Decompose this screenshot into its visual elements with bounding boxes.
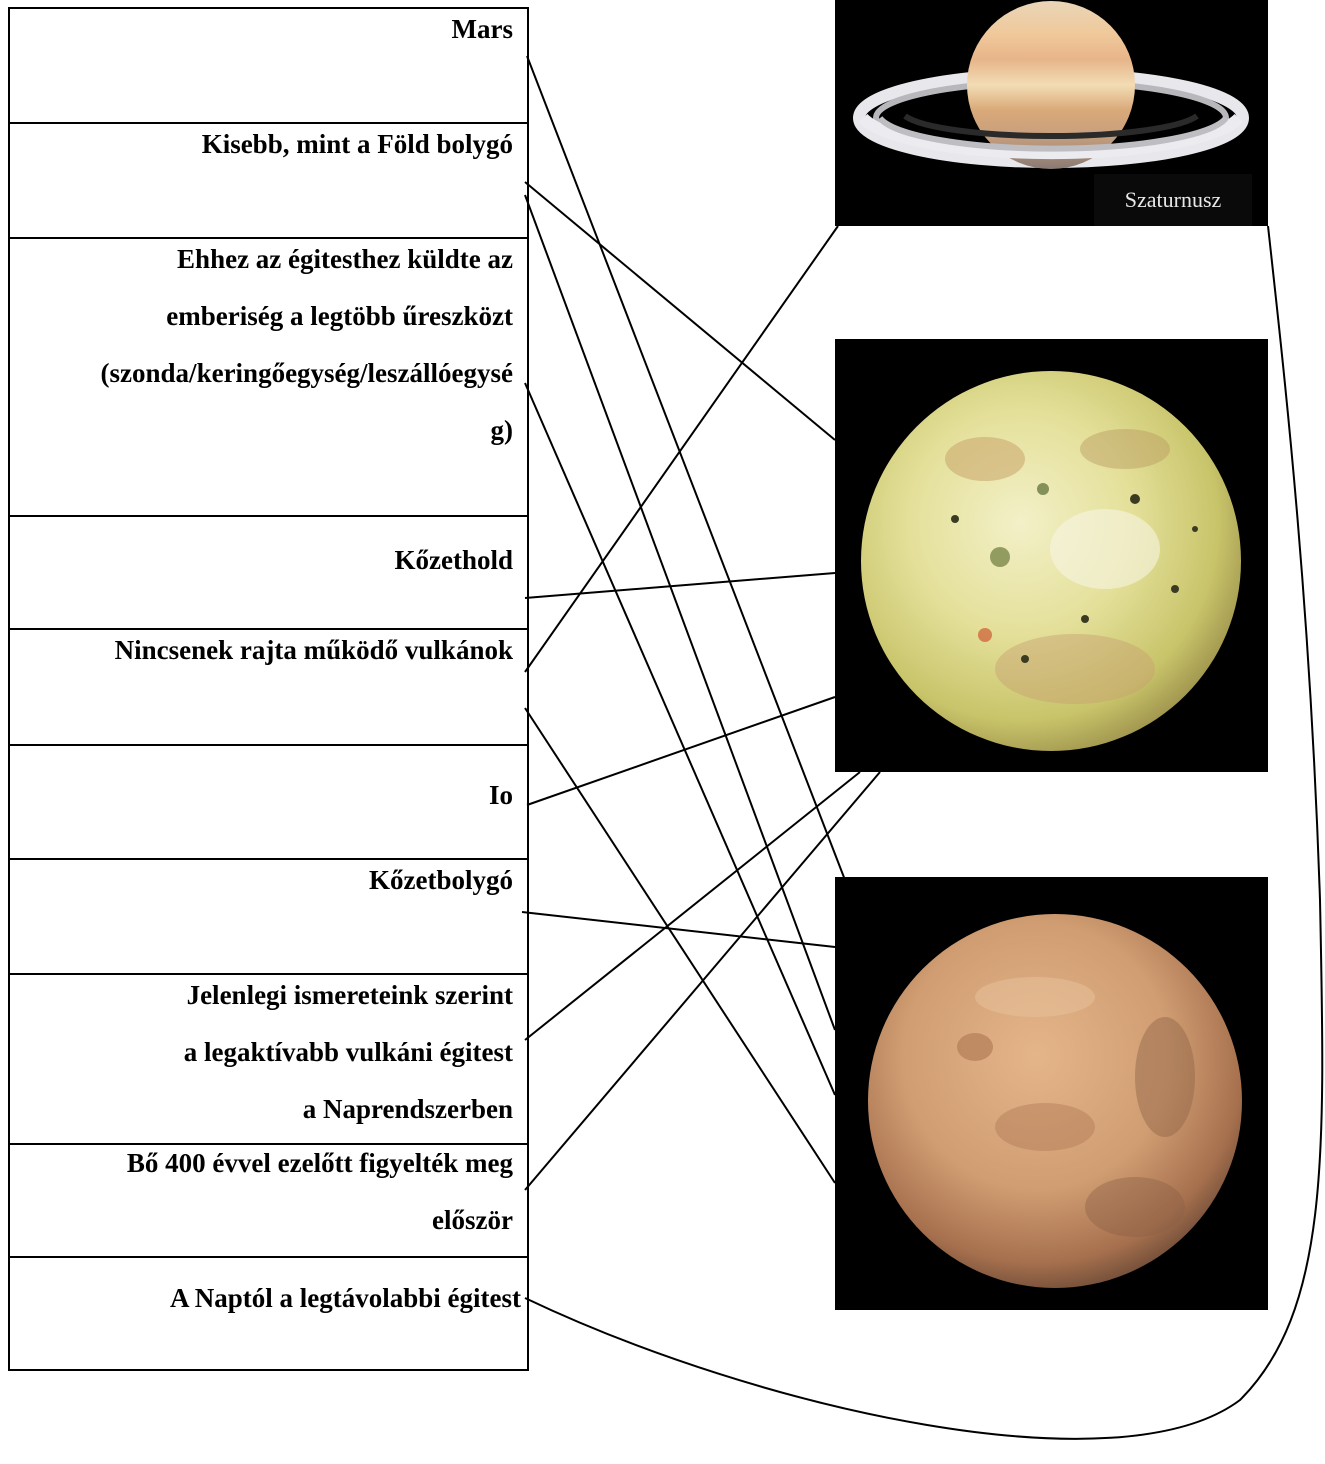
line-mars-to-mars <box>527 56 845 880</box>
line-no-volcano-to-saturn <box>525 226 838 672</box>
table-row: Kisebb, mint a Föld bolygó <box>10 124 527 239</box>
statement-table: Mars Kisebb, mint a Föld bolygó Ehhez az… <box>8 7 529 1371</box>
line-no-volcano-to-mars <box>525 708 835 1183</box>
row-label-most-spacecraft: Ehhez az égitesthez küldte az emberiség … <box>24 231 513 459</box>
row-label-observed-400-years: Bő 400 évvel ezelőtt figyelték meg elősz… <box>24 1135 513 1249</box>
row-label-most-volcanic: Jelenlegi ismereteink szerint a legaktív… <box>24 967 513 1138</box>
table-row: Jelenlegi ismereteink szerint a legaktív… <box>10 975 527 1145</box>
table-row: Mars <box>10 9 527 124</box>
line-spacecraft-to-mars <box>525 383 835 1095</box>
table-row: Ehhez az égitesthez küldte az emberiség … <box>10 239 527 517</box>
row-label-rocky-planet: Kőzetbolygó <box>24 852 513 909</box>
line-smaller-to-io <box>525 182 835 440</box>
table-row: Bő 400 évvel ezelőtt figyelték meg elősz… <box>10 1145 527 1258</box>
saturn-image: Szaturnusz <box>835 0 1268 226</box>
mars-image <box>835 877 1268 1310</box>
line-400-years-to-io <box>525 772 880 1190</box>
line-rocky-moon-to-io <box>525 573 835 598</box>
table-row: Io <box>10 746 527 860</box>
row-label-io: Io <box>24 767 513 824</box>
line-io-to-io <box>527 697 835 805</box>
line-most-volcanic-to-io <box>525 772 860 1040</box>
table-row: A Naptól a legtávolabbi égitest <box>10 1258 527 1373</box>
line-rocky-planet-to-mars <box>522 912 835 947</box>
table-row: Kőzethold <box>10 517 527 630</box>
row-label-smaller-than-earth: Kisebb, mint a Föld bolygó <box>24 116 513 173</box>
row-label-farthest-from-sun: A Naptól a legtávolabbi égitest <box>24 1270 521 1327</box>
saturn-caption: Szaturnusz <box>1094 174 1252 226</box>
mars-planet-photo-icon <box>835 877 1268 1310</box>
table-row: Kőzetbolygó <box>10 860 527 975</box>
table-row: Nincsenek rajta működő vulkánok <box>10 630 527 746</box>
io-moon-photo-icon <box>835 339 1268 772</box>
io-image <box>835 339 1268 772</box>
line-smaller-to-mars <box>525 195 835 1030</box>
row-label-mars: Mars <box>24 1 513 58</box>
row-label-no-active-volcanoes: Nincsenek rajta működő vulkánok <box>24 622 513 679</box>
row-label-rocky-moon: Kőzethold <box>24 532 513 589</box>
